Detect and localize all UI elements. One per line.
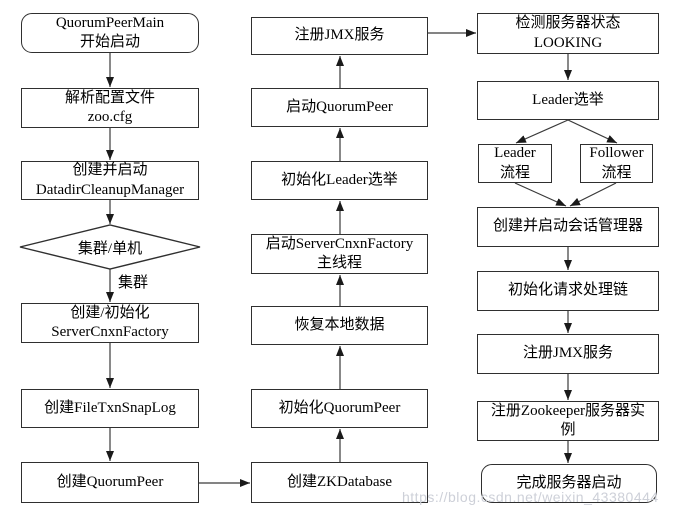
node-finish-server-startup: 完成服务器启动 <box>481 464 657 503</box>
node-follower-flow: Follower 流程 <box>580 144 653 183</box>
node-init-quorum-peer: 初始化QuorumPeer <box>251 389 428 428</box>
edge-election-to-followerflow <box>567 119 618 144</box>
edge-election-to-leaderflow <box>515 119 569 144</box>
node-init-leader-election: 初始化Leader选举 <box>251 161 428 200</box>
node-init-request-processing-chain: 初始化请求处理链 <box>477 271 659 311</box>
node-create-zk-database: 创建ZKDatabase <box>251 462 428 503</box>
node-check-server-state-looking: 检测服务器状态 LOOKING <box>477 13 659 54</box>
node-start: QuorumPeerMain 开始启动 <box>21 13 199 53</box>
node-leader-flow: Leader 流程 <box>478 144 552 183</box>
node-register-jmx-service: 注册JMX服务 <box>251 17 428 55</box>
node-start-quorum-peer: 启动QuorumPeer <box>251 88 428 127</box>
node-create-start-session-manager: 创建并启动会话管理器 <box>477 207 659 247</box>
node-parse-config: 解析配置文件 zoo.cfg <box>21 88 199 128</box>
node-create-file-txn-snap-log: 创建FileTxnSnapLog <box>21 389 199 428</box>
node-create-datadir-cleanup-manager: 创建并启动 DatadirCleanupManager <box>21 161 199 200</box>
node-create-quorum-peer: 创建QuorumPeer <box>21 462 199 503</box>
node-create-init-server-cnxn-factory: 创建/初始化 ServerCnxnFactory <box>21 303 199 343</box>
node-register-jmx-service-2: 注册JMX服务 <box>477 334 659 374</box>
node-restore-local-data: 恢复本地数据 <box>251 306 428 345</box>
cluster-branch-label: 集群 <box>118 275 149 291</box>
node-start-server-cnxn-factory-main-thread: 启动ServerCnxnFactory 主线程 <box>251 234 428 274</box>
edge-leaderflow-to-session <box>514 182 567 207</box>
node-register-zookeeper-server-instance: 注册Zookeeper服务器实 例 <box>477 401 659 441</box>
node-cluster-decision-label: 集群/单机 <box>77 240 143 257</box>
edge-followerflow-to-session <box>569 182 617 207</box>
node-leader-election: Leader选举 <box>477 81 659 120</box>
csdn-watermark: https://blog.csdn.net/weixin_43380444 <box>402 489 659 505</box>
